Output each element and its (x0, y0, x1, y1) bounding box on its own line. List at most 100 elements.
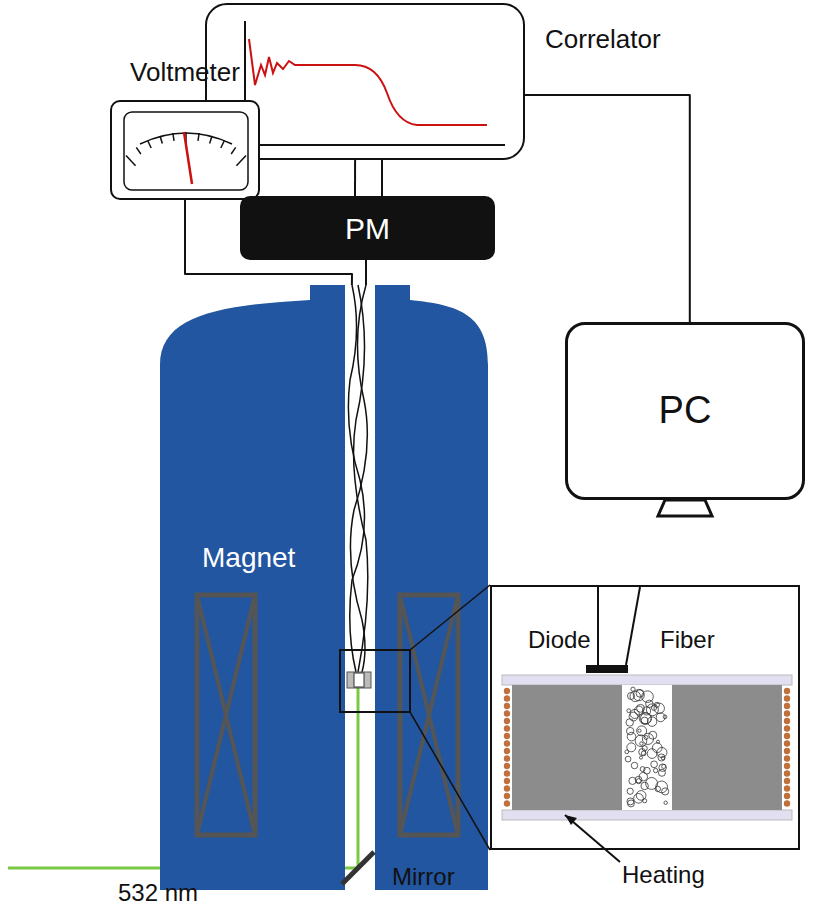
bubble (637, 704, 645, 712)
bubble (656, 713, 665, 722)
fiber-wire (350, 285, 367, 672)
heating-coil (784, 778, 790, 784)
heating-coil (504, 695, 510, 701)
foam-sample (622, 685, 672, 810)
bubble (647, 749, 657, 759)
meter-tick (160, 136, 162, 144)
bubble (631, 687, 635, 691)
heating-coil (784, 703, 790, 709)
bubble (639, 749, 646, 756)
magnet-coil (400, 595, 458, 835)
bubble (627, 798, 634, 805)
heating-coil (504, 748, 510, 754)
meter-tick (198, 133, 199, 141)
bubble (652, 743, 662, 753)
sample-foam (354, 673, 364, 687)
bubble (635, 776, 642, 783)
heating-coil (504, 770, 510, 776)
shape-art (490, 585, 800, 850)
heating-coil (784, 793, 790, 799)
bubble (626, 719, 633, 726)
heating-coil (784, 710, 790, 716)
magnet-body (160, 285, 345, 890)
heating-coil (504, 725, 510, 731)
node-label: Correlator (545, 25, 661, 54)
meter-needle (184, 132, 192, 184)
heating-coil (784, 740, 790, 746)
monitor-stand (658, 500, 712, 516)
node-label: Voltmeter (130, 58, 240, 87)
heating-coil (504, 778, 510, 784)
part-label: Mirror (392, 864, 455, 890)
node-label: Fiber (660, 627, 715, 653)
correlation-curve (249, 39, 487, 125)
bubble (658, 769, 665, 776)
meter-tick (148, 141, 151, 148)
coil-cross (197, 595, 255, 835)
meter-tick (210, 136, 212, 144)
window-plate (502, 675, 792, 685)
coil-cross (400, 595, 458, 835)
diode-wire (354, 285, 368, 672)
inset-box: DiodeFiber (490, 585, 800, 850)
bubble (638, 729, 641, 732)
heating-coil (504, 763, 510, 769)
bubble (664, 801, 667, 804)
meter-tick (221, 141, 224, 148)
heating-coil (504, 740, 510, 746)
cell-wall (512, 685, 622, 810)
heating-coil (504, 710, 510, 716)
heating-coil (784, 688, 790, 694)
heating-coil (504, 785, 510, 791)
bubble (627, 788, 633, 794)
heating-coil (784, 718, 790, 724)
bubble (662, 788, 669, 795)
meter-tick (173, 133, 174, 141)
bubble (625, 750, 629, 754)
photomultiplier-box: PM (240, 196, 495, 260)
bubble (649, 731, 657, 739)
signal-cable (354, 160, 356, 196)
heating-coil (784, 755, 790, 761)
heating-coil (504, 755, 510, 761)
bubble (630, 691, 640, 701)
node-label: PC (659, 390, 712, 432)
coil-cross (197, 595, 255, 835)
bubble (651, 761, 658, 768)
meter-tick (126, 156, 136, 166)
bubble (646, 704, 658, 716)
bubble (644, 736, 648, 740)
heating-coil (784, 763, 790, 769)
mirror (342, 852, 374, 884)
node-label: PM (345, 212, 390, 245)
bubble (634, 794, 644, 804)
sample-cell (347, 672, 371, 688)
diode (586, 665, 628, 673)
cell-wall (672, 685, 782, 810)
heating-coil (504, 718, 510, 724)
bubble (636, 779, 641, 784)
heating-coil (504, 800, 510, 806)
heating-coil (784, 695, 790, 701)
laser-beam (357, 688, 360, 868)
part-label: 532 nm (118, 880, 198, 906)
bubble (629, 777, 636, 784)
heating-coil (784, 770, 790, 776)
coil-cross (400, 595, 458, 835)
magnet-coil (197, 595, 255, 835)
bubble (634, 706, 643, 715)
shape-art (110, 100, 260, 200)
magnet-body (375, 285, 488, 890)
heating-coil (784, 733, 790, 739)
fiber (626, 587, 640, 665)
window-plate (502, 810, 792, 820)
heating-coil (784, 725, 790, 731)
plot-axis (245, 144, 505, 146)
heating-coil (784, 800, 790, 806)
bubble (640, 742, 643, 745)
meter-tick (231, 147, 236, 154)
bubble (642, 691, 654, 703)
bubble (647, 717, 656, 726)
voltmeter-box: Voltmeter (110, 100, 260, 200)
bubble (639, 712, 651, 724)
